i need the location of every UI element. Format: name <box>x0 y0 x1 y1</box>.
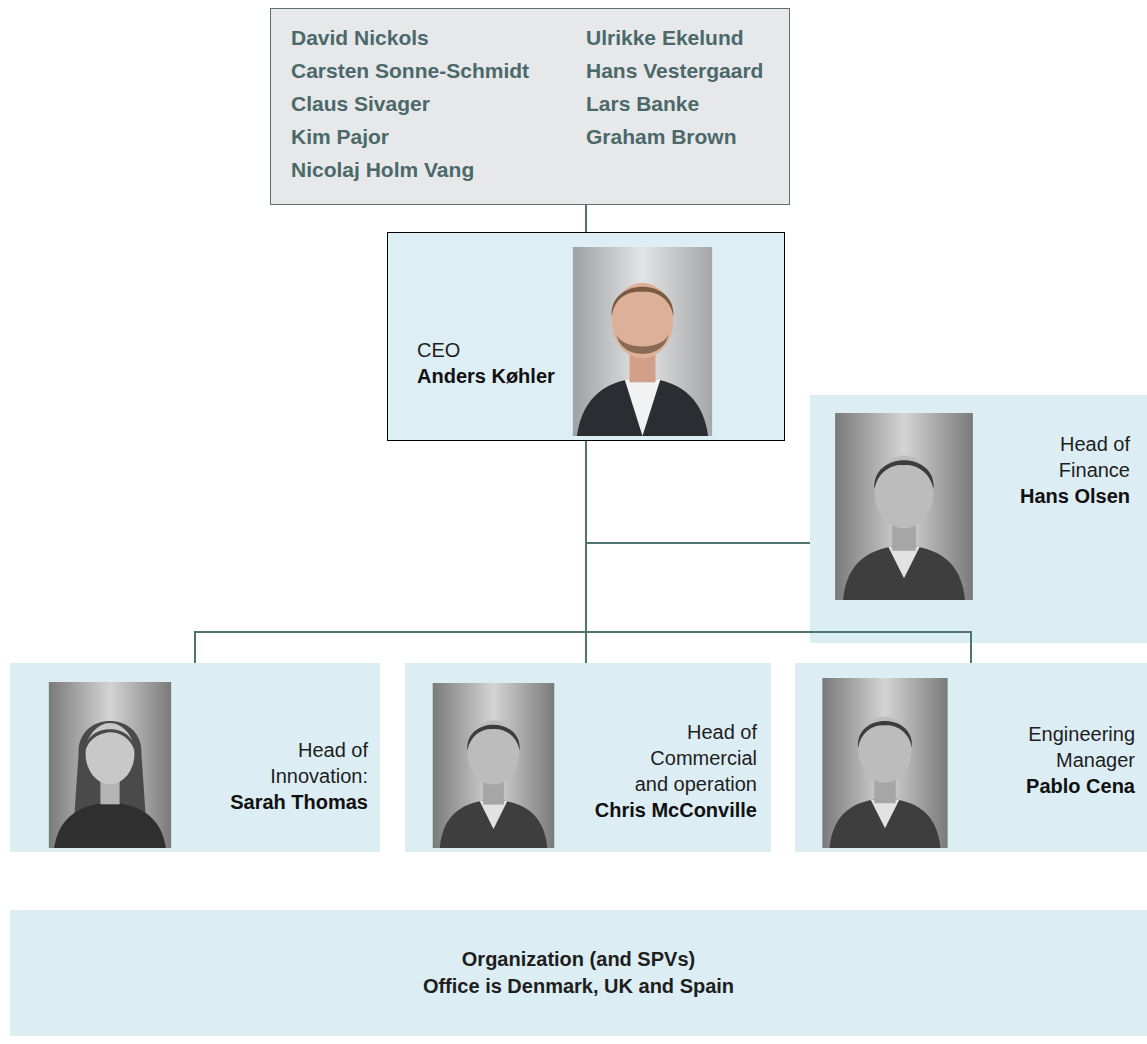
role-title: CEO <box>417 337 460 363</box>
commercial-photo <box>433 683 555 848</box>
person-name: Sarah Thomas <box>230 789 368 815</box>
board-member-name: Graham Brown <box>586 120 737 153</box>
board-box: David NickolsCarsten Sonne-SchmidtClaus … <box>270 8 790 205</box>
engineering-box: Engineering ManagerPablo Cena <box>795 663 1147 852</box>
role-title: Head of Finance <box>1018 431 1130 483</box>
text-group: CEOAnders Køhler <box>417 337 555 389</box>
engineering-ground <box>795 663 1147 852</box>
org-connector <box>586 441 810 543</box>
ceo-ground <box>387 232 785 441</box>
text-group: Head of FinanceHans Olsen <box>1018 431 1130 509</box>
finance-box: Head of FinanceHans Olsen <box>810 395 1147 643</box>
text-group: Engineering ManagerPablo Cena <box>1011 721 1135 799</box>
org-connector <box>586 441 971 663</box>
band-text: Office is Denmark, UK and Spain <box>423 973 734 1000</box>
person-name: Hans Olsen <box>1020 483 1130 509</box>
engineering-photo <box>822 678 947 848</box>
text-group: Ulrikke EkelundHans VestergaardLars Bank… <box>586 21 763 153</box>
band-text: Organization (and SPVs) <box>462 946 695 973</box>
commercial-ground <box>405 663 771 852</box>
org-connector <box>195 441 586 663</box>
text-group: Head of Commercial and operationChris Mc… <box>595 719 757 823</box>
board-member-name: Nicolaj Holm Vang <box>291 153 474 186</box>
organization-ground <box>10 910 1147 1036</box>
text-group: Organization (and SPVs)Office is Denmark… <box>10 910 1147 1036</box>
finance-photo <box>835 413 973 600</box>
board-member-name: Hans Vestergaard <box>586 54 763 87</box>
board-ground <box>270 8 790 205</box>
commercial-box: Head of Commercial and operationChris Mc… <box>405 663 771 852</box>
board-member-name: Claus Sivager <box>291 87 430 120</box>
org-connector <box>585 205 587 232</box>
role-title: Head of Innovation: <box>250 737 368 789</box>
organization-band: Organization (and SPVs)Office is Denmark… <box>10 910 1147 1036</box>
innovation-photo <box>49 682 171 848</box>
person-name: Chris McConville <box>595 797 757 823</box>
ceo-photo <box>573 247 712 436</box>
ceo-box: CEOAnders Køhler <box>387 232 785 441</box>
innovation-box: Head of Innovation:Sarah Thomas <box>10 663 380 852</box>
board-member-name: Ulrikke Ekelund <box>586 21 744 54</box>
text-group: David NickolsCarsten Sonne-SchmidtClaus … <box>291 21 529 186</box>
board-member-name: Carsten Sonne-Schmidt <box>291 54 529 87</box>
person-name: Pablo Cena <box>1026 773 1135 799</box>
finance-ground <box>810 395 1147 643</box>
board-member-name: David Nickols <box>291 21 429 54</box>
role-title: Head of Commercial and operation <box>621 719 757 797</box>
role-title: Engineering Manager <box>1011 721 1135 773</box>
board-member-name: Lars Banke <box>586 87 699 120</box>
person-name: Anders Køhler <box>417 363 555 389</box>
board-member-name: Kim Pajor <box>291 120 389 153</box>
text-group: Head of Innovation:Sarah Thomas <box>230 737 368 815</box>
innovation-ground <box>10 663 380 852</box>
